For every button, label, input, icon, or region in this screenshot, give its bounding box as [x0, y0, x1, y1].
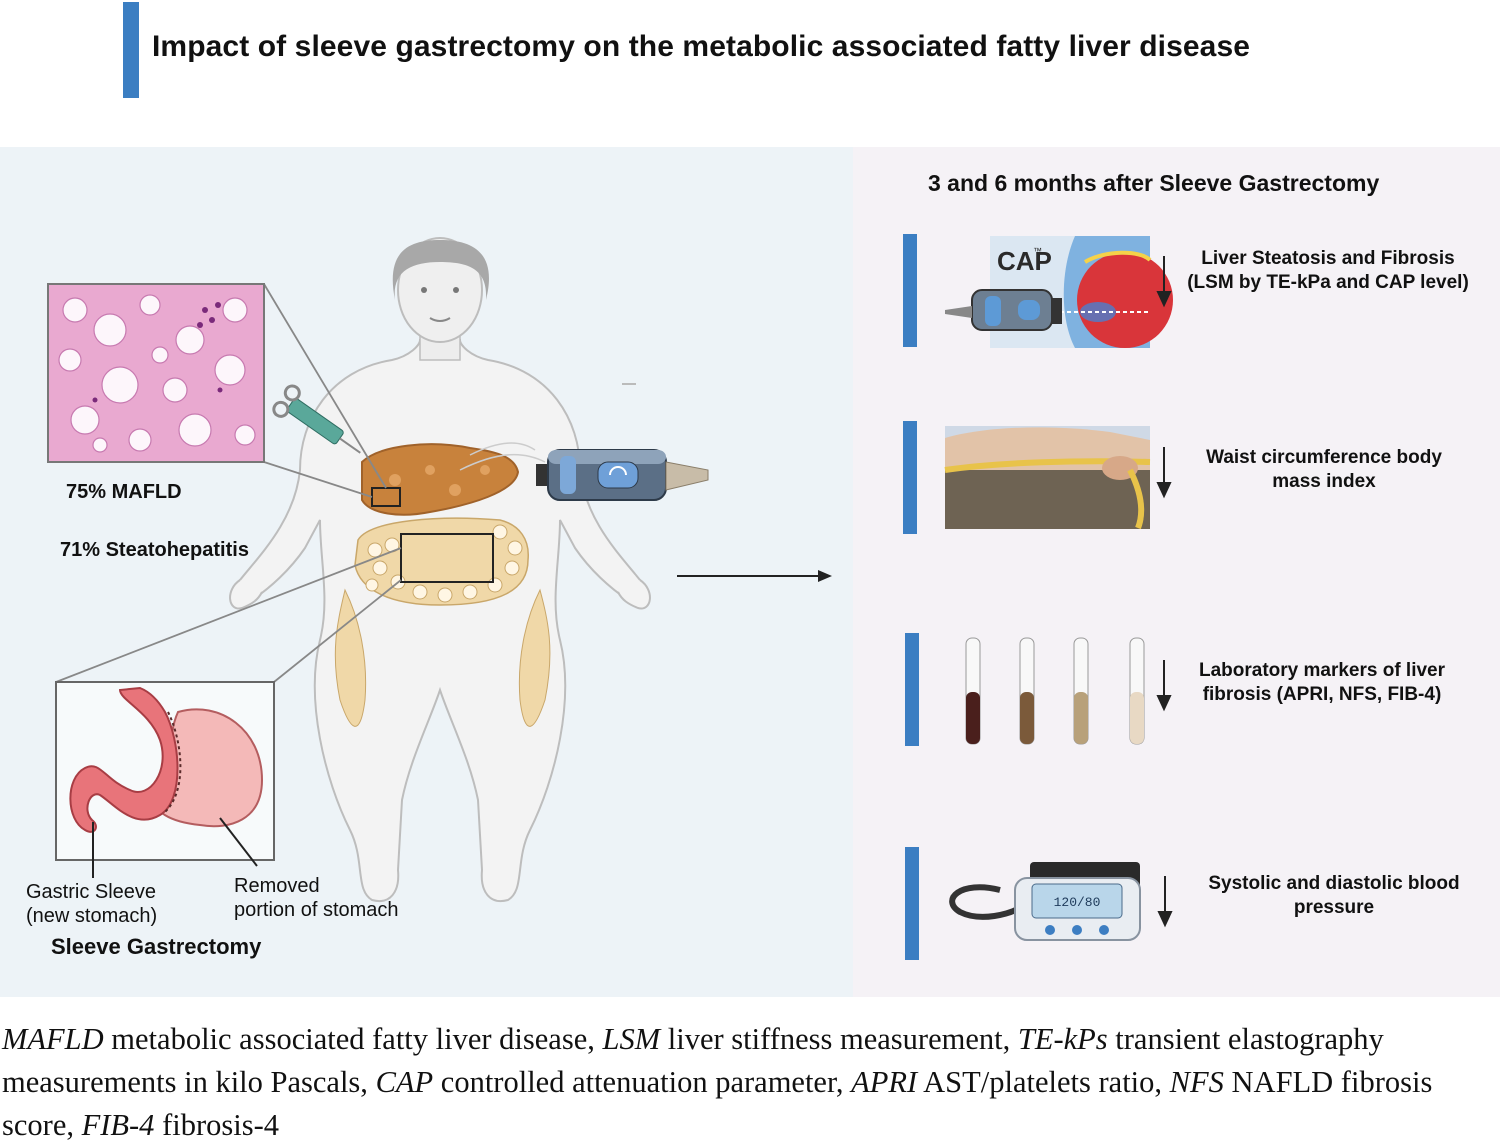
outcome-3-line2: fibrosis (APRI, NFS, FIB-4)	[1202, 684, 1442, 705]
procedure-label: Sleeve Gastrectomy	[51, 934, 262, 959]
sleeve-gastrectomy-diagram	[55, 681, 275, 878]
measuring-tape-icon	[944, 426, 1151, 530]
down-arrow-icon-1	[1156, 256, 1172, 308]
zoom-connectors	[55, 283, 402, 683]
cap-logo: CAP	[997, 246, 1052, 276]
blood-pressure-monitor-icon: 120/80	[949, 862, 1141, 941]
caption-def-te-kps: transient elastography measurements in k…	[2, 1022, 1384, 1099]
decrease-arrows	[1156, 256, 1173, 928]
caption-def-cap: controlled attenuation parameter,	[433, 1065, 852, 1099]
removed-label-line1: Removed	[234, 875, 320, 897]
outcome-icons: CAP ™ 120/80	[944, 236, 1173, 941]
syringe-icon	[272, 384, 361, 454]
outcome-3-text: Laboratory markers of liver fibrosis (AP…	[1172, 659, 1472, 707]
caption-abbr-lsm: LSM	[602, 1022, 661, 1056]
gastric-sleeve-label-line1: Gastric Sleeve	[26, 881, 157, 903]
outcome-3-line1: Laboratory markers of liver	[1198, 660, 1446, 681]
caption-abbr-cap: CAP	[375, 1065, 434, 1099]
outcome-bar-3	[905, 633, 919, 746]
transition-arrow	[677, 570, 832, 582]
outcome-bar-1	[903, 234, 917, 347]
cap-trademark: ™	[1033, 246, 1042, 256]
thigh-fat-left	[334, 588, 367, 727]
title-accent-bar	[123, 2, 139, 98]
fibroscan-probe-icon	[945, 236, 1173, 348]
removed-portion-label: Removed portion of stomach	[234, 874, 399, 922]
caption-def-nfs: NAFLD fibrosis score,	[2, 1065, 1433, 1142]
outcome-2-text: Waist circumference body mass index	[1174, 446, 1474, 494]
outcome-4-line2: pressure	[1293, 897, 1375, 918]
caption-abbr-te-kps: TE-kPs	[1017, 1022, 1108, 1056]
caption-def-fib4: fibrosis-4	[154, 1108, 279, 1142]
gastric-sleeve-label-line2: (new stomach)	[26, 905, 158, 927]
page-title: Impact of sleeve gastrectomy on the meta…	[152, 30, 1251, 63]
outcome-bar-2	[903, 421, 917, 534]
down-arrow-icon-2	[1156, 447, 1172, 499]
outcomes-heading: 3 and 6 months after Sleeve Gastrectomy	[928, 170, 1380, 196]
caption-abbr-nfs: NFS	[1169, 1065, 1224, 1099]
mafld-stat: 75% MAFLD	[66, 481, 182, 503]
fibroscan-probe-icon	[459, 442, 709, 501]
gastric-sleeve-label: Gastric Sleeve (new stomach)	[26, 880, 157, 928]
caption-def-mafld: metabolic associated fatty liver disease…	[103, 1022, 603, 1056]
monitor-reading: 120/80	[1054, 895, 1101, 910]
right-panel	[853, 147, 1500, 997]
outcome-1-line2: (LSM by TE-kPa and CAP level)	[1187, 272, 1469, 293]
removed-label-line2: portion of stomach	[234, 899, 399, 921]
steatohepatitis-stat: 71% Steatohepatitis	[60, 539, 249, 561]
thigh-fat-right	[518, 588, 551, 727]
outcome-2-line1: Waist circumference body	[1206, 447, 1442, 468]
stomach-zoom-box	[400, 533, 494, 583]
body-illustration	[47, 237, 832, 903]
caption-def-apri: AST/platelets ratio,	[917, 1065, 1170, 1099]
gastric-sleeve	[69, 686, 179, 833]
outcome-1-line1: Liver Steatosis and Fibrosis	[1201, 248, 1455, 269]
outcome-2-line2: mass index	[1272, 471, 1376, 492]
liver-histology-image	[47, 283, 265, 463]
outcome-bar-4	[905, 847, 919, 960]
caption-abbr-apri: APRI	[851, 1065, 918, 1099]
down-arrow-icon-4	[1157, 876, 1173, 928]
caption-abbr-fib4: FIB-4	[81, 1108, 155, 1142]
down-arrow-icon-3	[1156, 660, 1172, 712]
figure-caption: MAFLD metabolic associated fatty liver d…	[2, 1018, 1498, 1147]
outcome-4-text: Systolic and diastolic blood pressure	[1184, 872, 1484, 920]
caption-def-lsm: liver stiffness measurement,	[660, 1022, 1018, 1056]
caption-abbr-mafld: MAFLD	[2, 1022, 104, 1056]
blood-tubes-icon	[965, 637, 1145, 745]
outcome-4-line1: Systolic and diastolic blood	[1208, 873, 1460, 894]
outcome-1-text: Liver Steatosis and Fibrosis (LSM by TE-…	[1178, 247, 1478, 295]
